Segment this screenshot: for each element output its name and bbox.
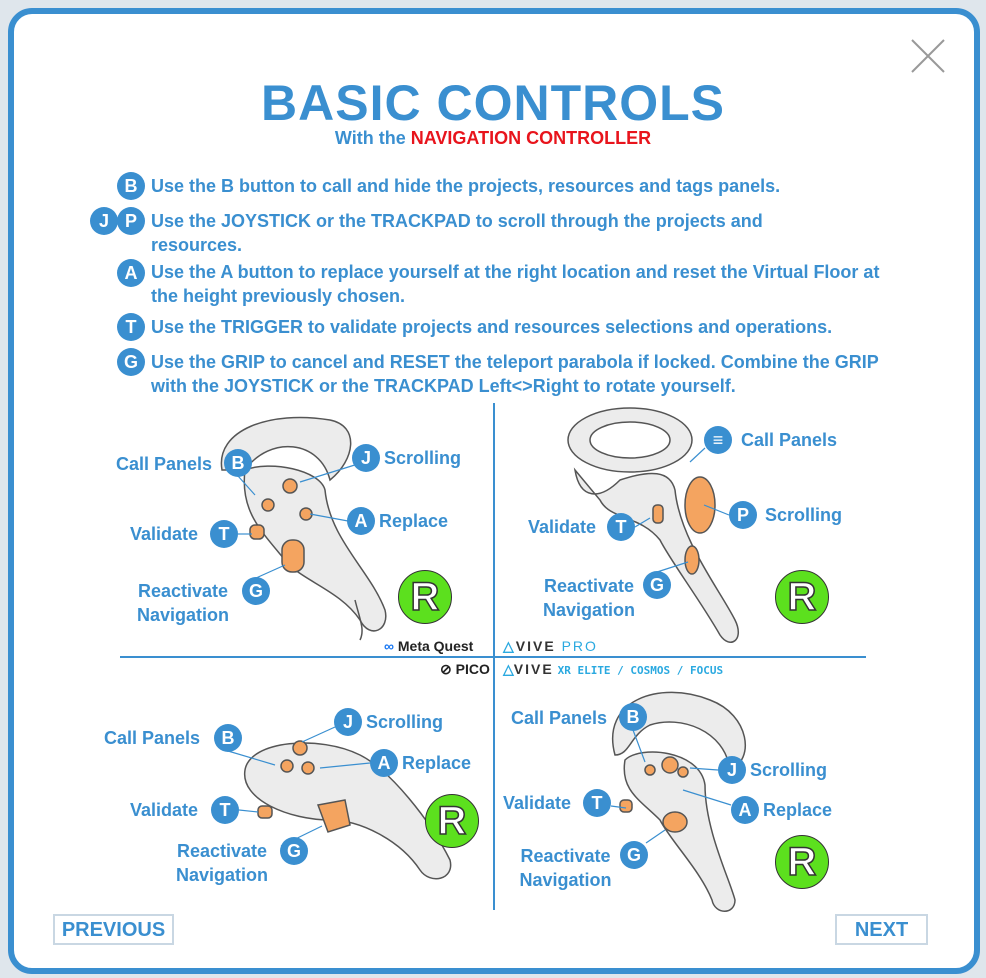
page-subtitle: With the NAVIGATION CONTROLLER <box>334 128 652 148</box>
label-replace: Replace <box>379 511 449 531</box>
label-validate: Validate <box>503 793 572 813</box>
instruction-joystick: Use the JOYSTICK or the TRACKPAD to scro… <box>151 211 763 255</box>
instruction-b: Use the B button to call and hide the pr… <box>151 176 781 196</box>
grip-icon: G <box>242 577 270 605</box>
a-button-icon: A <box>347 507 375 535</box>
a-button-icon: A <box>731 796 759 824</box>
reactivate-r-badge: R <box>398 570 452 624</box>
reactivate-r-badge: R <box>775 835 829 889</box>
joystick-icon: J <box>334 708 362 736</box>
b-button-icon: B <box>214 724 242 752</box>
reactivate-r-badge: R <box>425 794 479 848</box>
label-call-panels: Call Panels <box>741 430 838 450</box>
trigger-icon: T <box>117 313 145 341</box>
trigger-icon: T <box>210 520 238 548</box>
label-scrolling: Scrolling <box>366 712 444 732</box>
next-button[interactable]: NEXT <box>835 914 928 945</box>
trigger-icon: T <box>583 789 611 817</box>
trackpad-icon: P <box>117 207 145 235</box>
label-call-panels: Call Panels <box>116 454 213 474</box>
b-button-icon: B <box>619 703 647 731</box>
close-icon[interactable] <box>910 38 946 74</box>
label-validate: Validate <box>130 800 199 820</box>
trackpad-icon: P <box>729 501 757 529</box>
label-scrolling: Scrolling <box>750 760 828 780</box>
grip-icon: G <box>620 841 648 869</box>
label-replace: Replace <box>402 753 472 773</box>
previous-button[interactable]: PREVIOUS <box>53 914 174 945</box>
instruction-trigger: Use the TRIGGER to validate projects and… <box>151 317 833 337</box>
brand-vive-xr: △VIVE XR ELITE / COSMOS / FOCUS <box>503 661 724 677</box>
grip-icon: G <box>117 348 145 376</box>
a-button-icon: A <box>117 259 145 287</box>
reactivate-r-badge: R <box>775 570 829 624</box>
label-validate: Validate <box>528 517 597 537</box>
b-button-icon: B <box>224 449 252 477</box>
joystick-icon: J <box>352 444 380 472</box>
brand-vive-pro: △VIVE PRO <box>503 638 598 654</box>
page-title: BASIC CONTROLS <box>261 75 725 131</box>
trigger-icon: T <box>607 513 635 541</box>
label-call-panels: Call Panels <box>511 708 608 728</box>
label-replace: Replace <box>763 800 833 820</box>
a-button-icon: A <box>370 749 398 777</box>
instruction-grip: Use the GRIP to cancel and RESET the tel… <box>151 352 879 396</box>
label-scrolling: Scrolling <box>765 505 843 525</box>
b-button-icon: B <box>117 172 145 200</box>
instruction-a: Use the A button to replace yourself at … <box>151 262 880 306</box>
label-call-panels: Call Panels <box>104 728 201 748</box>
menu-icon: ≡ <box>704 426 732 454</box>
trigger-icon: T <box>211 796 239 824</box>
pico-controller <box>244 740 452 880</box>
label-scrolling: Scrolling <box>384 448 462 468</box>
meta-quest-controller <box>220 416 387 641</box>
joystick-icon: J <box>90 207 118 235</box>
label-validate: Validate <box>130 524 199 544</box>
grip-icon: G <box>280 837 308 865</box>
joystick-icon: J <box>718 756 746 784</box>
grip-icon: G <box>643 571 671 599</box>
brand-meta-quest: ∞ Meta Quest <box>384 638 474 654</box>
brand-pico: ⊘ PICO <box>440 661 490 677</box>
